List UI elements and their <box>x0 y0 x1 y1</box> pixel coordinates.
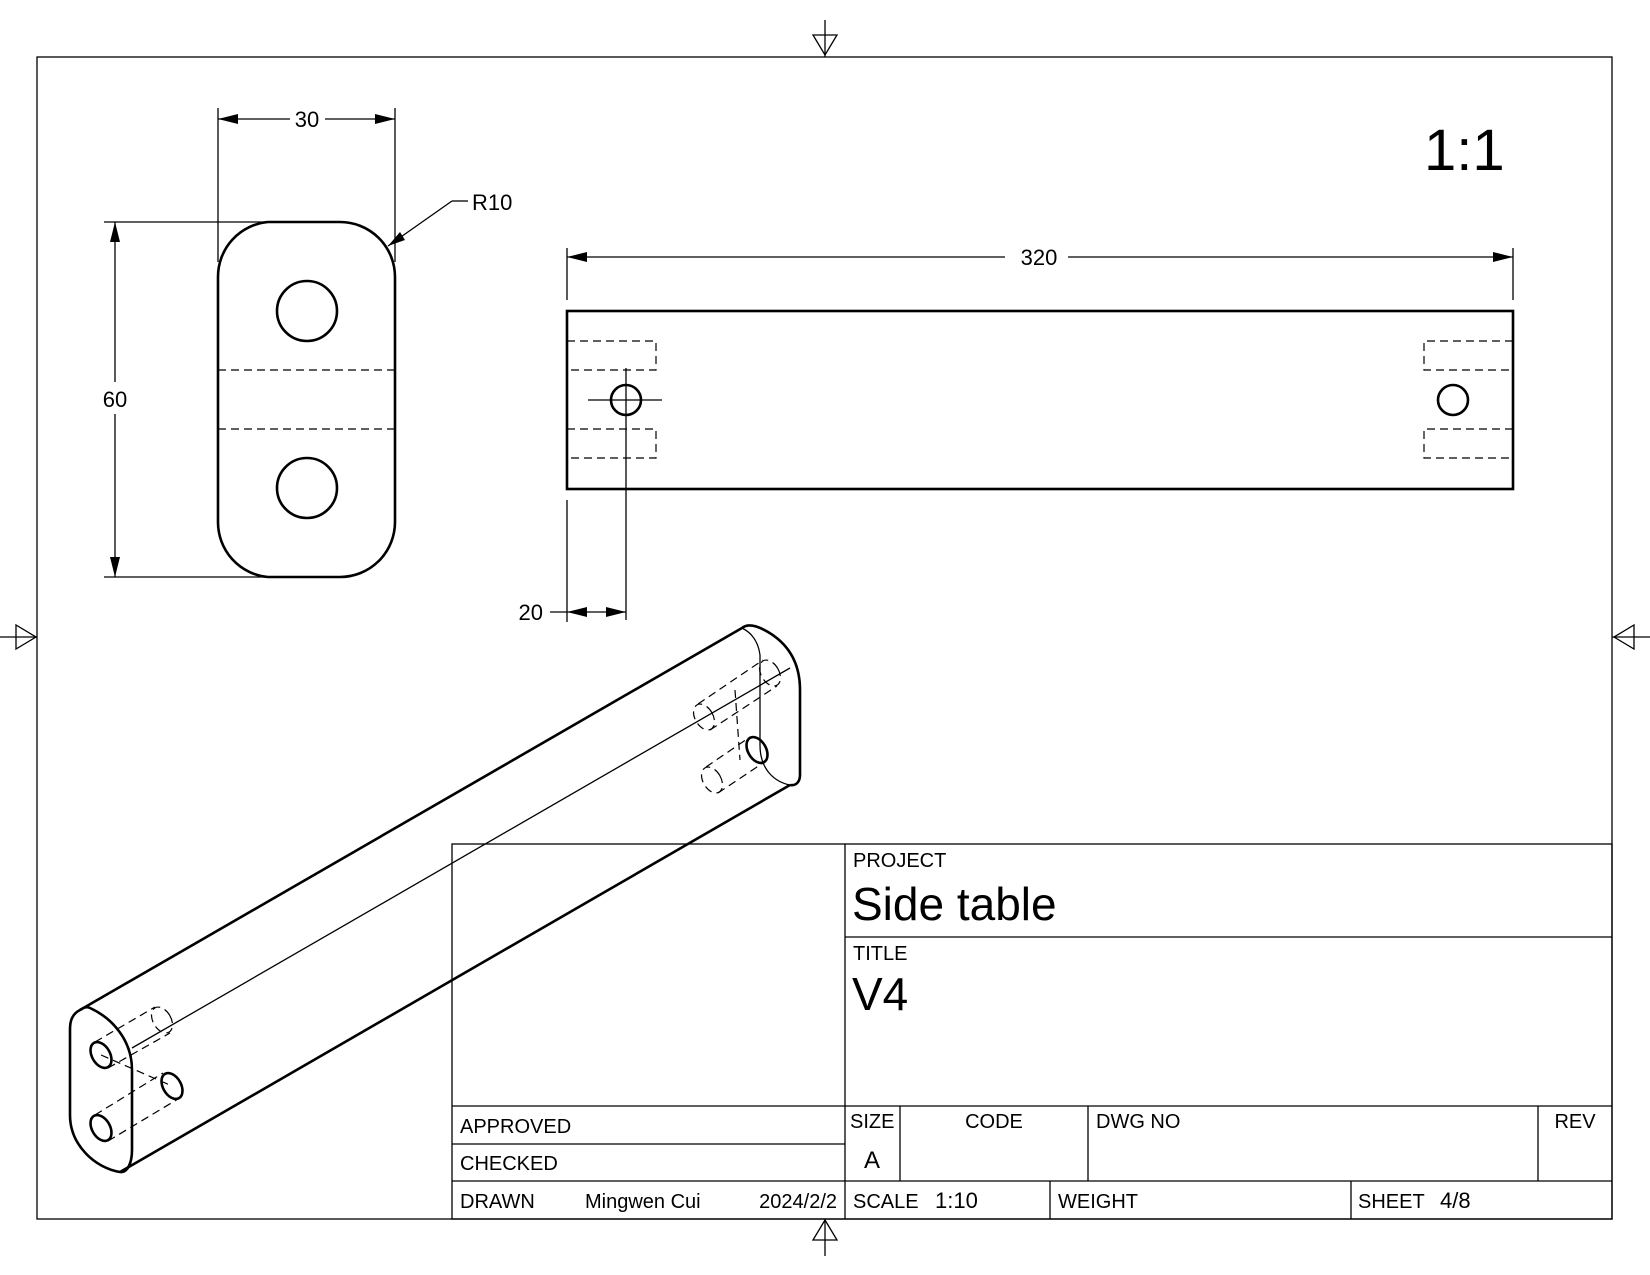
approved-label: APPROVED <box>460 1116 571 1138</box>
title-label: TITLE <box>853 943 907 965</box>
side-view <box>565 309 1515 620</box>
size-value: A <box>864 1147 880 1174</box>
iso-hole-left-bottom <box>89 1113 113 1143</box>
code-label: CODE <box>965 1111 1023 1133</box>
side-hole-right <box>1436 383 1470 417</box>
sheet-label: SHEET <box>1358 1191 1425 1213</box>
end-view <box>216 220 397 579</box>
dim-end-height-text: 60 <box>103 387 127 412</box>
project-value: Side table <box>852 878 1057 930</box>
radius-leader: R10 <box>387 190 512 247</box>
drawn-label: DRAWN <box>460 1191 535 1213</box>
dim-end-width-text: 30 <box>295 107 319 132</box>
end-hole-bottom <box>275 456 339 520</box>
size-label: SIZE <box>850 1111 894 1133</box>
project-label: PROJECT <box>853 850 946 872</box>
sheet-border <box>36 56 1613 1220</box>
dwg-no-label: DWG NO <box>1096 1111 1180 1133</box>
isometric-view <box>68 624 802 1174</box>
title-value: V4 <box>852 968 908 1020</box>
iso-hole-right-top <box>745 735 769 765</box>
title-block: PROJECT Side table TITLE V4 APPROVED CHE… <box>451 843 1613 1220</box>
drawn-date: 2024/2/2 <box>759 1191 837 1213</box>
dimension-length: 320 <box>566 245 1514 300</box>
dim-hole-offset-text: 20 <box>519 600 543 625</box>
scale-label-tb: SCALE <box>853 1191 919 1213</box>
drawn-by: Mingwen Cui <box>585 1191 701 1213</box>
dim-length-text: 320 <box>1021 245 1058 270</box>
centering-marks <box>0 20 1650 1256</box>
dim-radius-text: R10 <box>472 190 512 215</box>
end-hole-top <box>275 279 339 343</box>
scale-label: 1:1 <box>1424 118 1505 183</box>
scale-value-tb: 1:10 <box>935 1188 978 1213</box>
dimension-hole-offset: 20 <box>519 500 626 625</box>
weight-label: WEIGHT <box>1058 1191 1138 1213</box>
checked-label: CHECKED <box>460 1153 558 1175</box>
dimension-end-height: 60 <box>103 221 295 578</box>
iso-hole-left-top <box>89 1040 113 1070</box>
dimension-end-width: 30 <box>217 107 396 262</box>
sheet-value: 4/8 <box>1440 1188 1471 1213</box>
rev-label: REV <box>1554 1111 1596 1133</box>
